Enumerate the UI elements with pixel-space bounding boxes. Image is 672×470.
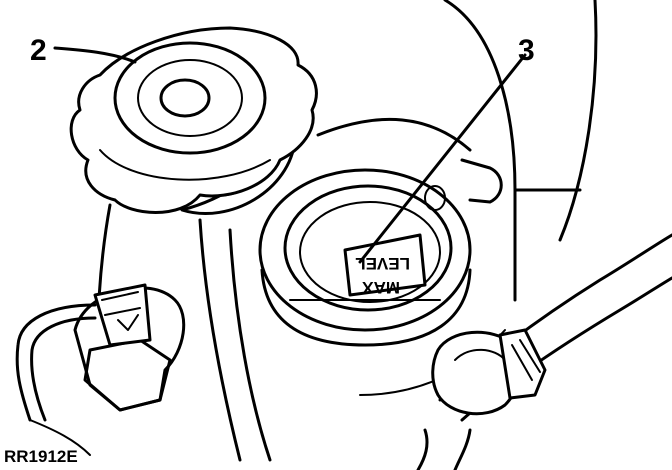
leader-line-3 bbox=[358, 53, 527, 264]
leader-line-2 bbox=[53, 46, 137, 64]
hose-and-clip bbox=[416, 233, 672, 470]
level-mark-line1: LEVEL bbox=[355, 254, 410, 273]
callout-2: 2 bbox=[30, 34, 47, 67]
sensor-wiring bbox=[15, 303, 97, 456]
level-indicator: LEVEL MAX bbox=[343, 233, 427, 297]
figure-reference: RR1912E bbox=[4, 447, 78, 466]
callout-3: 3 bbox=[518, 34, 535, 67]
level-mark-line2: MAX bbox=[362, 278, 400, 297]
level-sensor bbox=[73, 283, 186, 412]
filler-cap bbox=[69, 26, 318, 215]
